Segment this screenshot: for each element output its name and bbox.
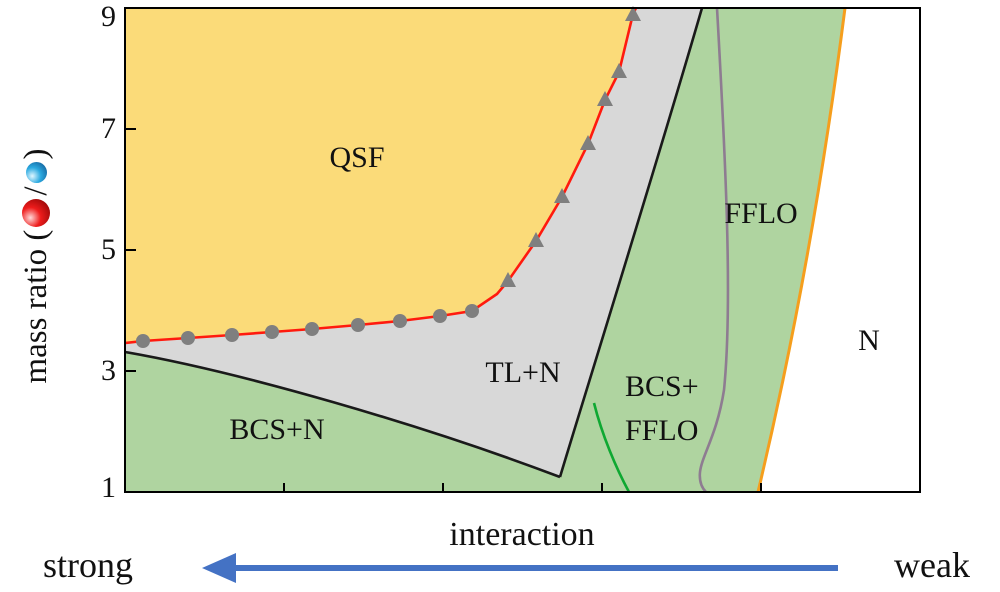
label-tl-n: TL+N <box>485 356 561 389</box>
label-qsf: QSF <box>329 141 385 174</box>
region-green <box>125 8 845 492</box>
y-tick-5: 5 <box>101 233 116 266</box>
label-n: N <box>858 324 880 357</box>
y-tick-3: 3 <box>101 354 116 387</box>
y-axis-label: mass ratio ( / ) <box>13 76 59 456</box>
x-annotation-strong: strong <box>43 545 133 585</box>
label-fflo: FFLO <box>724 197 798 230</box>
label-bcs-n: BCS+N <box>229 413 325 446</box>
triangle-markers <box>500 6 641 287</box>
x-annotation-weak: weak <box>894 545 970 585</box>
y-tick-7: 7 <box>101 112 116 145</box>
boundary-green-line <box>592 402 631 493</box>
y-axis-label-suffix: ) <box>17 148 54 160</box>
y-tick-1: 1 <box>101 471 116 504</box>
axis-ticks <box>125 128 762 492</box>
label-bcs-fflo: BCS+ FFLO <box>625 365 699 452</box>
y-tick-9: 9 <box>101 0 116 33</box>
label-bcs-fflo-line2: FFLO <box>625 413 699 447</box>
boundary-black-steep <box>558 7 704 478</box>
y-axis-label-text: mass ratio ( <box>17 229 54 384</box>
region-gray <box>125 8 702 477</box>
light-particle-icon <box>25 162 47 184</box>
circle-markers <box>136 304 479 348</box>
region-qsf <box>125 8 636 343</box>
boundary-black-curve <box>124 350 561 479</box>
label-bcs-fflo-line1: BCS+ <box>625 370 699 403</box>
heavy-particle-icon <box>22 198 50 227</box>
interaction-arrow <box>202 553 838 583</box>
boundary-orange-line <box>756 7 847 493</box>
boundary-purple-line <box>698 7 730 493</box>
y-axis-label-separator: / <box>17 186 54 196</box>
x-axis-label: interaction <box>449 516 595 553</box>
